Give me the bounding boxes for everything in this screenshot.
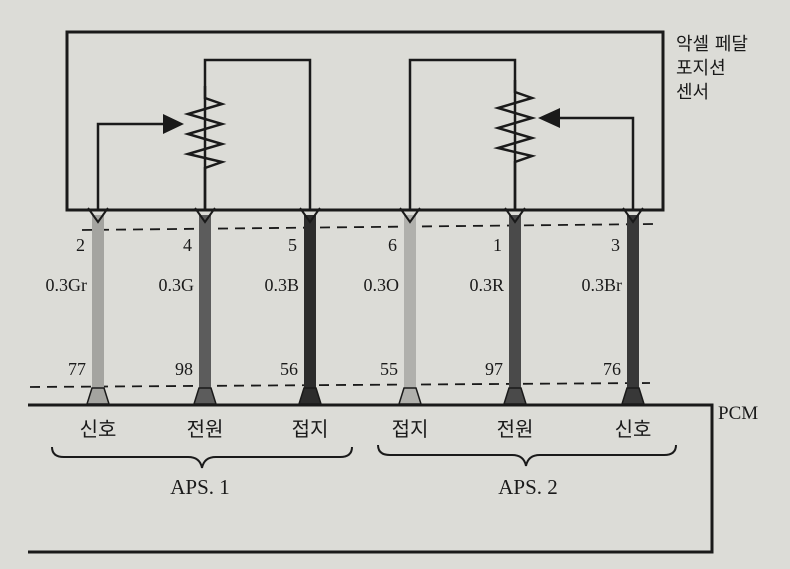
pot1-resistor-icon — [183, 86, 227, 210]
sensor-pin-1: 2 — [76, 235, 85, 255]
wire-spec-5: 0.3R — [469, 275, 504, 295]
pcm-terminal-4-icon — [397, 387, 423, 405]
sensor-pin-5: 1 — [493, 235, 502, 255]
pot1-supply-lead — [203, 58, 312, 210]
sensor-label-line3: 센서 — [676, 82, 709, 103]
pcm-terminal-2-icon — [192, 387, 218, 405]
wire-1 — [92, 215, 104, 388]
pcm-pin-1: 77 — [68, 359, 86, 379]
sensor-terminal-4-icon — [399, 207, 421, 224]
pot2-wiper-lead — [556, 116, 635, 210]
wires-layer: 2 0.3Gr 77 신호 4 0.3G 98 전원 5 0.3B 56 접지 6 0.3O 55 접지 1 0.… — [46, 207, 652, 441]
pcm-pin-6: 76 — [603, 359, 621, 379]
wire-2 — [199, 215, 211, 388]
wire-spec-4: 0.3O — [364, 275, 400, 295]
pot2-resistor-icon — [493, 80, 537, 210]
aps1-brace — [51, 446, 353, 469]
wire-4 — [404, 215, 416, 388]
potentiometer-2 — [408, 58, 635, 210]
sensor-connector-dashed-line — [81, 223, 656, 231]
aps1-label: APS. 1 — [170, 475, 230, 499]
wire-spec-1: 0.3Gr — [46, 275, 88, 295]
pot2-wiper-arrow-icon — [538, 108, 560, 128]
sensor-pin-3: 5 — [288, 235, 297, 255]
pin-function-2: 전원 — [187, 417, 224, 441]
sensor-terminal-3-icon — [299, 207, 321, 224]
pcm-terminal-6-icon — [620, 387, 646, 405]
pin-function-4: 접지 — [392, 417, 429, 441]
pcm-terminal-3-icon — [297, 387, 323, 405]
sensor-label-line2: 포지션 — [676, 58, 726, 79]
pcm-pin-2: 98 — [175, 359, 193, 379]
pcm-connector-dashed-line — [29, 382, 651, 388]
aps2-brace — [377, 444, 677, 467]
pcm-terminal-5-icon — [502, 387, 528, 405]
pin-function-6: 신호 — [615, 417, 652, 441]
pin-function-1: 신호 — [80, 417, 117, 441]
pcm-pin-4: 55 — [380, 359, 398, 379]
wire-spec-3: 0.3B — [264, 275, 299, 295]
pot1-wiper-arrow-icon — [163, 114, 184, 134]
sensor-terminal-2-icon — [194, 207, 216, 224]
pot2-supply-lead — [408, 58, 517, 210]
sensor-terminal-6-icon — [622, 207, 644, 224]
wire-spec-6: 0.3Br — [582, 275, 623, 295]
sensor-pin-6: 3 — [611, 235, 620, 255]
wire-5 — [509, 215, 521, 388]
pcm-terminal-1-icon — [85, 387, 111, 405]
pcm-pin-5: 97 — [485, 359, 503, 379]
potentiometer-1 — [96, 58, 312, 210]
sensor-terminal-5-icon — [504, 207, 526, 224]
wire-spec-2: 0.3G — [159, 275, 195, 295]
aps2-label: APS. 2 — [498, 475, 558, 499]
sensor-box — [65, 30, 665, 212]
sensor-terminal-1-icon — [87, 207, 109, 224]
sensor-pin-4: 6 — [388, 235, 397, 255]
pcm-pin-3: 56 — [280, 359, 298, 379]
pcm-label: PCM — [718, 403, 758, 424]
wire-3 — [304, 215, 316, 388]
pin-function-5: 전원 — [497, 417, 534, 441]
wire-6 — [627, 215, 639, 388]
pot1-wiper-lead — [96, 122, 167, 210]
sensor-label-line1: 악셀 페달 — [676, 34, 748, 55]
sensor-pin-2: 4 — [183, 235, 192, 255]
pin-function-3: 접지 — [292, 417, 329, 441]
pcm-box — [28, 403, 714, 554]
